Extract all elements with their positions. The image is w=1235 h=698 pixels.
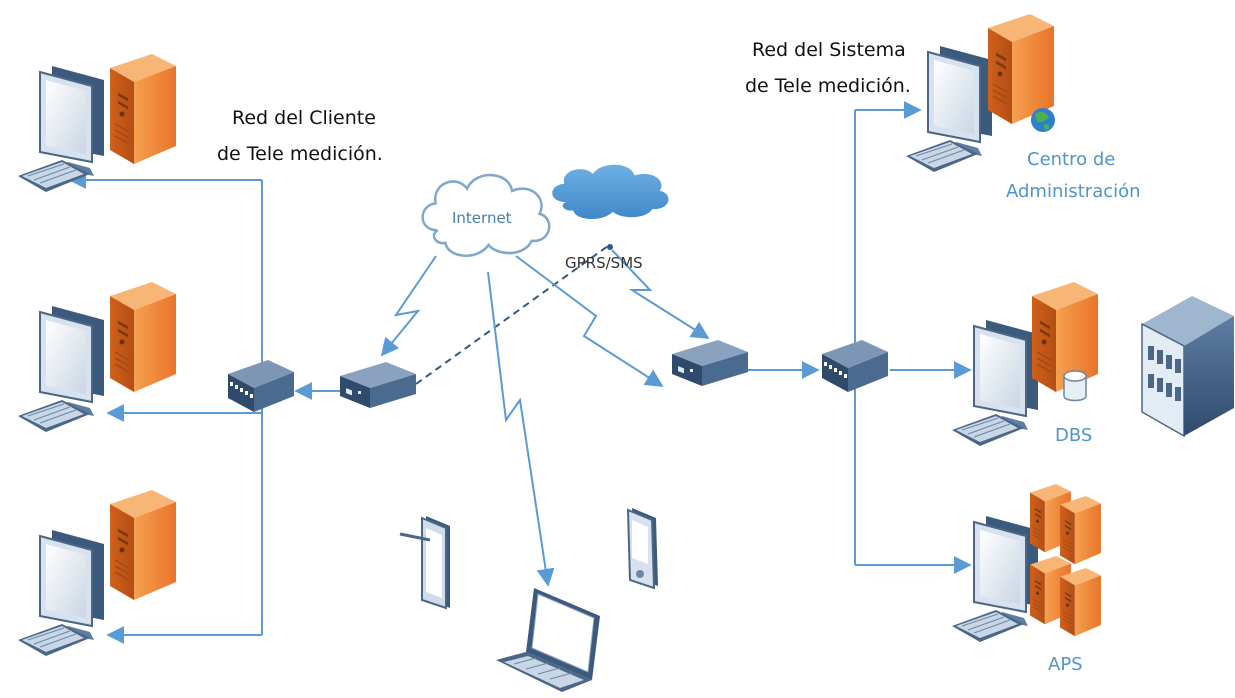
gprs-sms-label: GPRS/SMS bbox=[565, 254, 643, 272]
server-tower-icon bbox=[1059, 567, 1102, 637]
aps-label: APS bbox=[1048, 654, 1083, 675]
dashed-gprs-link bbox=[415, 245, 609, 385]
workstation-icon bbox=[17, 529, 105, 657]
network-switch-icon-right bbox=[822, 340, 888, 392]
client-workstation-middle bbox=[17, 281, 177, 433]
wireless-gprs-to-right-modem bbox=[611, 249, 710, 339]
workstation-icon bbox=[951, 319, 1039, 447]
modem-router-icon-right bbox=[672, 340, 748, 386]
admin-center-label: Centro de Administración bbox=[1006, 149, 1141, 202]
wireless-internet-to-laptop bbox=[487, 271, 555, 587]
workstation-icon bbox=[17, 65, 105, 193]
server-tower-icon bbox=[109, 53, 177, 165]
server-tower-icon bbox=[109, 281, 177, 393]
wireless-internet-to-left-modem bbox=[380, 255, 437, 357]
server-tower-icon bbox=[1059, 495, 1102, 565]
internet-label: Internet bbox=[452, 209, 512, 227]
client-workstation-top bbox=[17, 53, 177, 193]
network-switch-icon-left bbox=[228, 360, 294, 412]
tablet-icon bbox=[399, 516, 450, 610]
dbs-label: DBS bbox=[1055, 425, 1092, 446]
admin-center-node bbox=[905, 13, 1055, 173]
aps-node bbox=[951, 483, 1102, 643]
client-network-label: Red del Cliente de Tele medición. bbox=[217, 107, 383, 165]
modem-router-icon-left bbox=[340, 362, 416, 408]
wireless-internet-to-right-modem bbox=[515, 255, 664, 387]
dbs-node bbox=[951, 281, 1099, 447]
database-icon bbox=[1063, 370, 1087, 402]
workstation-icon bbox=[951, 515, 1039, 643]
laptop-icon bbox=[496, 588, 600, 692]
globe-icon bbox=[1031, 108, 1055, 132]
gprs-cloud-icon bbox=[552, 164, 669, 220]
building-icon bbox=[1141, 296, 1234, 438]
server-tower-icon bbox=[109, 489, 177, 601]
server-tower-icon bbox=[987, 13, 1055, 125]
client-workstation-bottom bbox=[17, 489, 177, 657]
system-network-label: Red del Sistema de Tele medición. bbox=[745, 39, 912, 97]
pda-icon bbox=[626, 508, 658, 590]
workstation-icon bbox=[17, 305, 105, 433]
